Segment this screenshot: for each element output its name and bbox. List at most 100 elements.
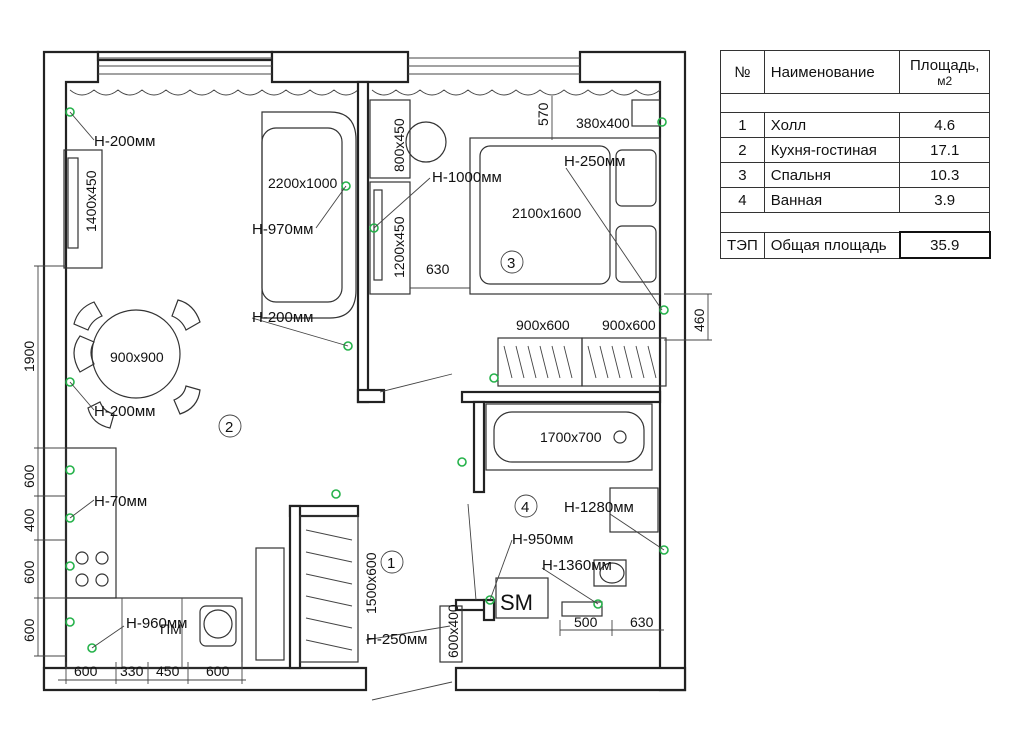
toilet [599, 562, 625, 584]
sink [203, 609, 233, 639]
header-area-line2: м2 [937, 73, 953, 88]
height-label: Н-1360мм [542, 557, 612, 574]
total-name: Общая площадь [763, 231, 901, 259]
header-area: Площадь, м2 [899, 50, 991, 94]
dim-label: 400 [21, 508, 37, 532]
area-table: № Наименование Площадь, м2 1 Холл 4.6 2 … [719, 50, 991, 259]
row-name: Ванная [763, 187, 901, 213]
interior-walls [288, 80, 662, 670]
table-row: 2 Кухня-гостиная 17.1 [720, 137, 991, 163]
leader-lines [69, 111, 665, 649]
row-num: 1 [720, 112, 765, 138]
dim-label: 600 [21, 560, 37, 584]
dim-label: 500 [574, 614, 598, 630]
table-header-row: № Наименование Площадь, м2 [720, 50, 991, 94]
dim-label: 630 [630, 614, 654, 630]
total-label: ТЭП [720, 231, 765, 259]
windows [69, 57, 661, 96]
row-num: 3 [720, 162, 765, 188]
sofa-label: 2200x1000 [268, 175, 338, 191]
hall-furniture: 1500x600 600x400 [255, 515, 463, 663]
row-area: 17.1 [899, 137, 991, 163]
height-label: Н-250мм [366, 631, 427, 648]
height-label: Н-200мм [94, 133, 155, 150]
dim-label: 1900 [21, 341, 37, 372]
cabinet-bed [369, 99, 411, 179]
height-label: Н-960мм [126, 615, 187, 632]
dim-label: 630 [426, 261, 450, 277]
dim-label: 450 [156, 663, 180, 679]
height-label: Н-1280мм [564, 499, 634, 516]
dim-label: 570 [535, 102, 551, 126]
header-name: Наименование [763, 50, 901, 94]
height-label: Н-1000мм [432, 169, 502, 186]
dim-label: 330 [120, 663, 144, 679]
row-num: 2 [720, 137, 765, 163]
washer-label: SM [500, 590, 533, 615]
dining-table [91, 309, 181, 399]
bedroom-furniture: 800x450 1200x450 2100x1600 380x400 900x6… [369, 99, 667, 387]
bath-label: 1700x700 [540, 429, 602, 445]
socket-marks [65, 107, 669, 653]
room-numbers: 1 2 3 4 [218, 250, 538, 574]
wardrobe-bed-label: 1200x450 [391, 216, 407, 278]
doors [371, 373, 477, 701]
table-row: 1 Холл 4.6 [720, 112, 991, 138]
height-label: Н-70мм [94, 493, 147, 510]
wardrobe-living [63, 149, 103, 269]
row-name: Холл [763, 112, 901, 138]
table-row: 4 Ванная 3.9 [720, 187, 991, 213]
row-name: Спальня [763, 162, 901, 188]
height-label: Н-950мм [512, 531, 573, 548]
bed [469, 137, 661, 295]
closet-b [581, 337, 667, 387]
bed-label: 2100x1600 [512, 205, 582, 221]
table-row: 3 Спальня 10.3 [720, 162, 991, 188]
header-num: № [720, 50, 765, 94]
height-label: Н-200мм [94, 403, 155, 420]
cabinet-bed-label: 800x450 [391, 118, 407, 172]
washer [495, 577, 549, 619]
dim-label: 600 [21, 464, 37, 488]
room-4-number: 4 [521, 499, 529, 516]
wardrobe-living-label: 1400x450 [83, 170, 99, 232]
fridge-label: ПМ [160, 621, 182, 637]
height-labels: Н-200мм Н-970мм Н-200мм Н-200мм Н-70мм Н… [94, 133, 634, 648]
row-name: Кухня-гостиная [763, 137, 901, 163]
dim-label: 460 [691, 308, 707, 332]
row-area: 10.3 [899, 162, 991, 188]
row-area: 3.9 [899, 187, 991, 213]
washbasin [609, 487, 659, 533]
table-spacer-row [719, 93, 991, 113]
height-label: Н-970мм [252, 221, 313, 238]
closet-a-label: 900x600 [516, 317, 570, 333]
row-area: 4.6 [899, 112, 991, 138]
bathtub [485, 403, 653, 471]
total-area: 35.9 [898, 231, 991, 259]
room-1-number: 1 [387, 555, 395, 572]
hall-closet-label: 1500x600 [363, 552, 379, 614]
closet-a [497, 337, 583, 387]
wardrobe-bed [369, 181, 411, 295]
room-2-number: 2 [225, 419, 233, 436]
table-label: 900x900 [110, 349, 164, 365]
dim-label: 600 [74, 663, 98, 679]
hall-closet [299, 515, 359, 663]
hall-shelf [439, 605, 463, 663]
kitchen-counter-bottom [65, 597, 243, 669]
living-furniture: 1400x450 2200x1000 900x900 ПМ [63, 111, 357, 669]
dim-label: 600 [21, 618, 37, 642]
dim-label: 600 [206, 663, 230, 679]
dimensions: 1900 600 400 600 600 600 330 450 600 570… [21, 96, 712, 684]
shelf-label: 380x400 [576, 115, 630, 131]
height-label: Н-250мм [564, 153, 625, 170]
closet-b-label: 900x600 [602, 317, 656, 333]
table-spacer-row [719, 212, 991, 233]
header-area-line1: Площадь, [910, 56, 980, 74]
hall-shelf-label: 600x400 [445, 604, 461, 658]
floor-plan: 1400x450 2200x1000 900x900 ПМ 800x450 12… [21, 50, 712, 701]
row-num: 4 [720, 187, 765, 213]
table-total-row: ТЭП Общая площадь 35.9 [720, 231, 991, 259]
sofa [261, 111, 357, 319]
bathroom-furniture: 1700x700 SM [485, 403, 659, 619]
